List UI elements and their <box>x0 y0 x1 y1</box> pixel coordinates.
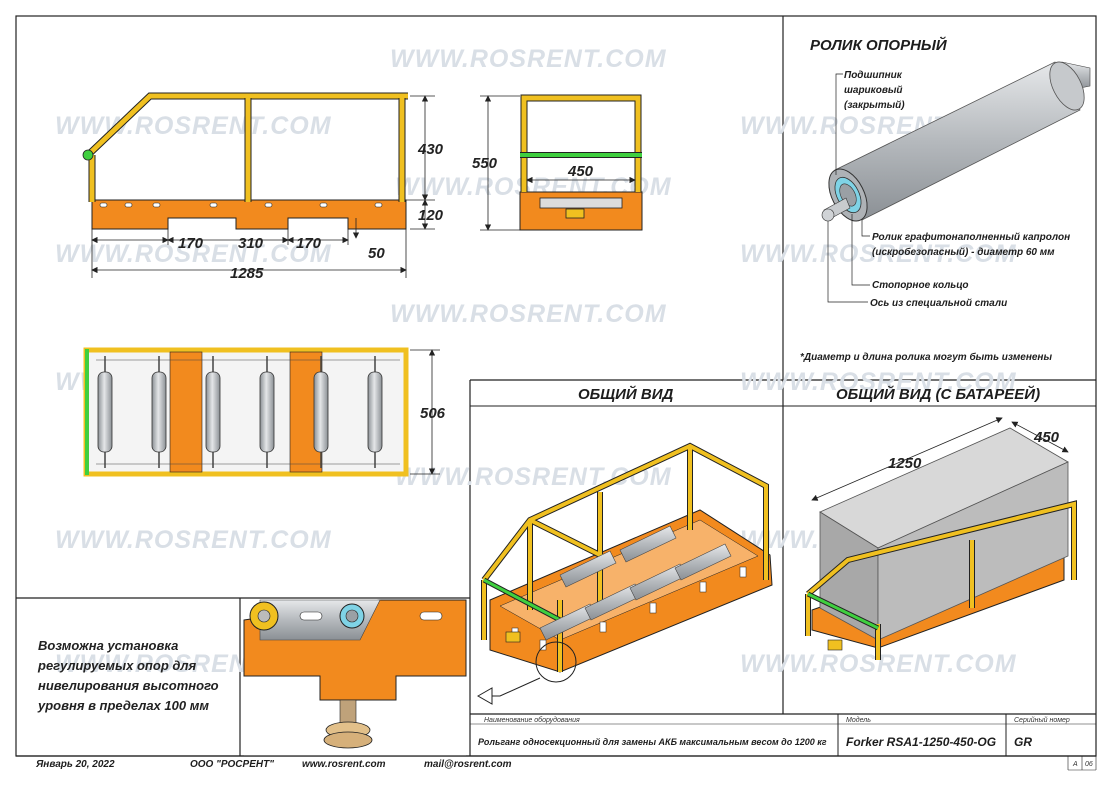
plan-rollers <box>97 356 383 468</box>
title-block <box>16 713 1097 771</box>
bearing-label-line-1: Подшипник <box>844 70 903 81</box>
equipment-name-label: Наименование оборудования <box>484 716 580 724</box>
dim-battery-length: 1250 <box>888 455 922 472</box>
sheet-number: 06 <box>1085 761 1093 768</box>
plan-roller <box>205 371 221 453</box>
feet-note-line-2: регулируемых опор для <box>37 658 196 673</box>
plan-roller <box>259 371 275 453</box>
green-handle-marker <box>82 149 94 161</box>
roller-detail-drawing <box>821 61 1091 222</box>
adjustable-foot-detail <box>243 599 467 756</box>
footer-email: mail@rosrent.com <box>424 759 512 770</box>
plan-roller <box>97 371 113 453</box>
roller-note: *Диаметр и длина ролика могут быть измен… <box>800 351 1052 363</box>
feet-note-line-4: уровня в пределах 100 мм <box>37 698 209 713</box>
footer-date: Январь 20, 2022 <box>35 759 115 770</box>
watermark-text: WWW.ROSRENT.COM <box>395 463 672 491</box>
roller-material-line-2: (искробезопасный) - диаметр 60 мм <box>872 246 1055 258</box>
dim-plan-width: 506 <box>420 405 446 422</box>
serial-value: GR <box>1014 735 1032 749</box>
retaining-ring-label: Стопорное кольцо <box>872 280 968 291</box>
dim-battery-width: 450 <box>1033 429 1060 446</box>
dim-slot-3: 170 <box>296 235 322 252</box>
watermark-text: WWW.ROSRENT.COM <box>740 240 1017 268</box>
sheet-format: А <box>1072 761 1078 768</box>
axle-label: Ось из специальной стали <box>870 298 1007 309</box>
dim-frame-height: 430 <box>417 141 444 158</box>
watermark-text: WWW.ROSRENT.COM <box>740 368 1017 396</box>
feet-note-line-1: Возможна установка <box>38 638 178 653</box>
battery-view-drawing <box>805 417 1077 660</box>
dim-inner-width: 450 <box>567 163 594 180</box>
plan-roller <box>151 371 167 453</box>
feet-note-line-3: нивелирования высотного <box>38 678 219 693</box>
watermark-text: WWW.ROSRENT.COM <box>55 112 332 140</box>
footer-website: www.rosrent.com <box>302 759 386 770</box>
watermark-text: WWW.ROSRENT.COM <box>55 526 332 554</box>
model-label: Модель <box>846 716 871 724</box>
watermark-text: WWW.ROSRENT.COM <box>390 300 667 328</box>
plan-roller <box>313 371 329 453</box>
footer-company: ООО "РОСРЕНТ" <box>190 759 274 770</box>
dim-slot-2: 310 <box>238 235 264 252</box>
watermark-text: WWW.ROSRENT.COM <box>390 45 667 73</box>
serial-label: Серийный номер <box>1014 716 1070 724</box>
equipment-name-value: Рольганг односекционный для замены АКБ м… <box>478 737 827 747</box>
side-view-drawing <box>82 92 435 278</box>
dim-slot-1: 170 <box>178 235 204 252</box>
dim-base-height: 120 <box>418 207 444 224</box>
bearing-label-line-2: шариковый <box>844 85 903 96</box>
roller-material-line-1: Ролик графитонаполненный капролон <box>872 231 1070 243</box>
watermarks: WWW.ROSRENT.COM WWW.ROSRENT.COM WWW.ROSR… <box>55 45 1017 678</box>
general-view-drawing <box>476 442 773 705</box>
plan-roller <box>367 371 383 453</box>
dim-total-length: 1285 <box>230 265 264 282</box>
dim-total-height: 550 <box>472 155 498 172</box>
general-battery-view-title: ОБЩИЙ ВИД (С БАТАРЕЕЙ) <box>836 385 1040 403</box>
watermark-text: WWW.ROSRENT.COM <box>55 240 332 268</box>
bearing-label-line-3: (закрытый) <box>844 100 905 111</box>
end-view-drawing <box>480 94 643 231</box>
roller-section-title: РОЛИК ОПОРНЫЙ <box>810 36 948 54</box>
plan-view-drawing <box>83 347 409 477</box>
model-value: Forker RSA1-1250-450-OG <box>846 735 996 749</box>
general-view-title: ОБЩИЙ ВИД <box>578 385 673 403</box>
dim-offset: 50 <box>368 245 385 262</box>
roller-leaders <box>827 73 870 303</box>
